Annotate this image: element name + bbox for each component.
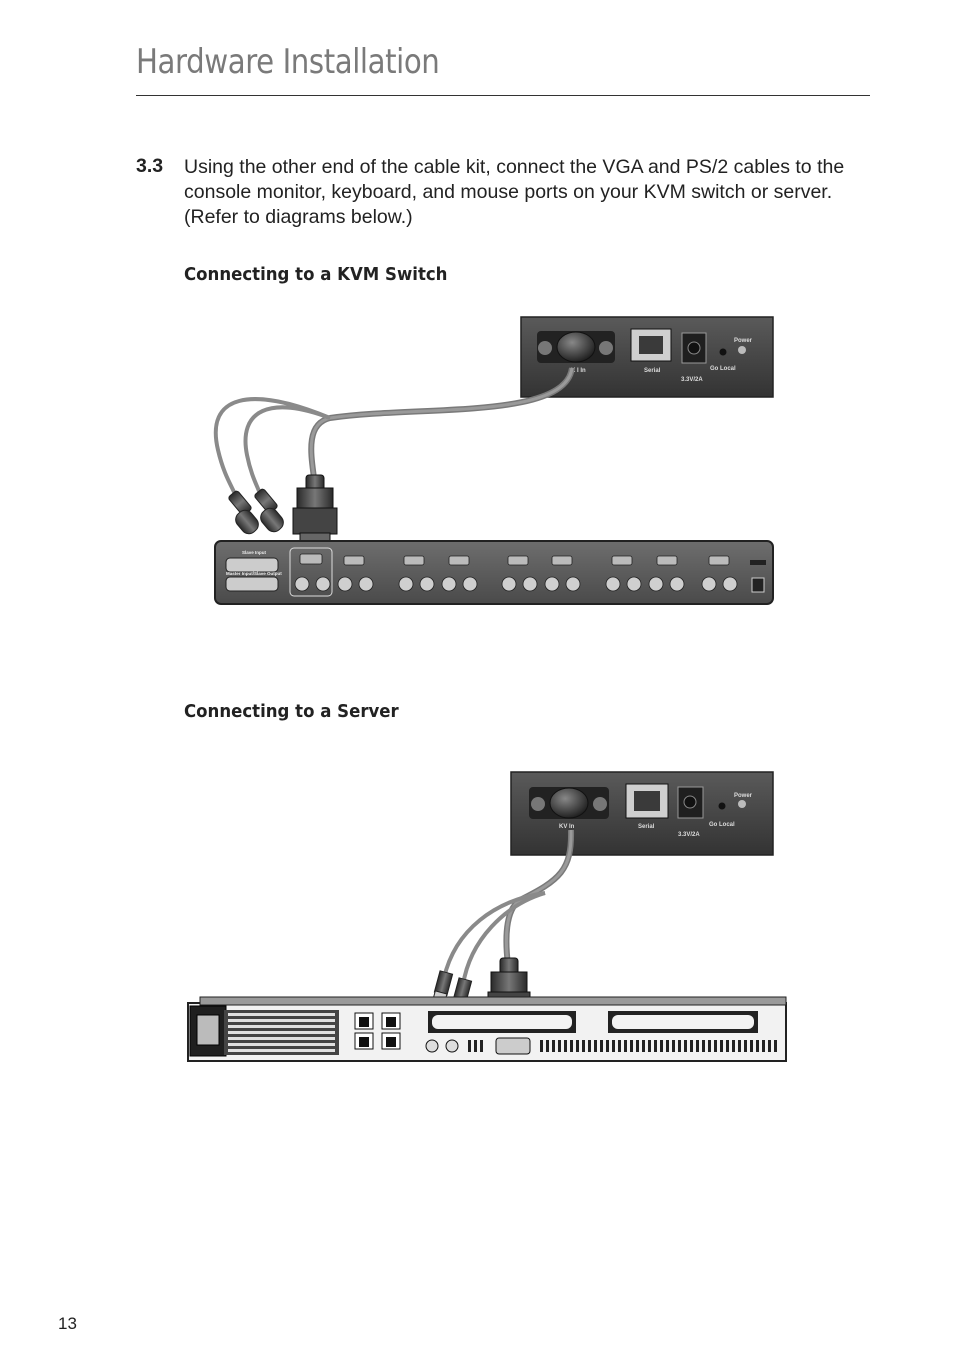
kvm-in-label: K I In bbox=[571, 368, 586, 374]
master-input-label: Master Input/Slave Output bbox=[226, 571, 282, 576]
slave-input-label: Slave Input bbox=[242, 550, 267, 555]
page-number: 13 bbox=[58, 1314, 77, 1333]
go-local-label: Go Local bbox=[709, 822, 735, 828]
server-diagram: KV In Serial 3.3V/2A Go Local Power bbox=[187, 771, 787, 1062]
server-heading: Connecting to a Server bbox=[184, 701, 399, 722]
step-number: 3.3 bbox=[136, 155, 164, 177]
remote-device-unit: KV In Serial 3.3V/2A Go Local Power bbox=[510, 771, 774, 856]
cable-bundle bbox=[213, 367, 575, 503]
serial-label: Serial bbox=[644, 368, 661, 374]
ps2-plug-keyboard bbox=[254, 488, 284, 533]
ps2-plug-mouse bbox=[228, 490, 259, 535]
power-label: Power bbox=[734, 793, 753, 799]
kvm-switch-diagram: K I In Serial 3.3V/2A Go Local Power bbox=[213, 316, 774, 605]
kvm-switch-heading: Connecting to a KVM Switch bbox=[184, 264, 448, 285]
step-instructions: Using the other end of the cable kit, co… bbox=[184, 156, 845, 228]
header-divider bbox=[136, 95, 870, 96]
remote-device-unit: K I In Serial 3.3V/2A Go Local Power bbox=[520, 316, 774, 398]
vga-plug bbox=[487, 957, 531, 1017]
cable-bundle bbox=[442, 829, 575, 986]
server-chassis bbox=[187, 996, 787, 1062]
kvm-switch-rack: Slave Input Master Input/Slave Output bbox=[214, 540, 774, 605]
voltage-label: 3.3V/2A bbox=[681, 377, 703, 383]
power-label: Power bbox=[734, 338, 753, 344]
go-local-label: Go Local bbox=[710, 366, 736, 372]
vga-plug bbox=[292, 474, 338, 544]
page-title: Hardware Installation bbox=[136, 42, 440, 82]
serial-label: Serial bbox=[638, 824, 655, 830]
voltage-label: 3.3V/2A bbox=[678, 832, 700, 838]
kvm-in-label: KV In bbox=[559, 824, 575, 830]
